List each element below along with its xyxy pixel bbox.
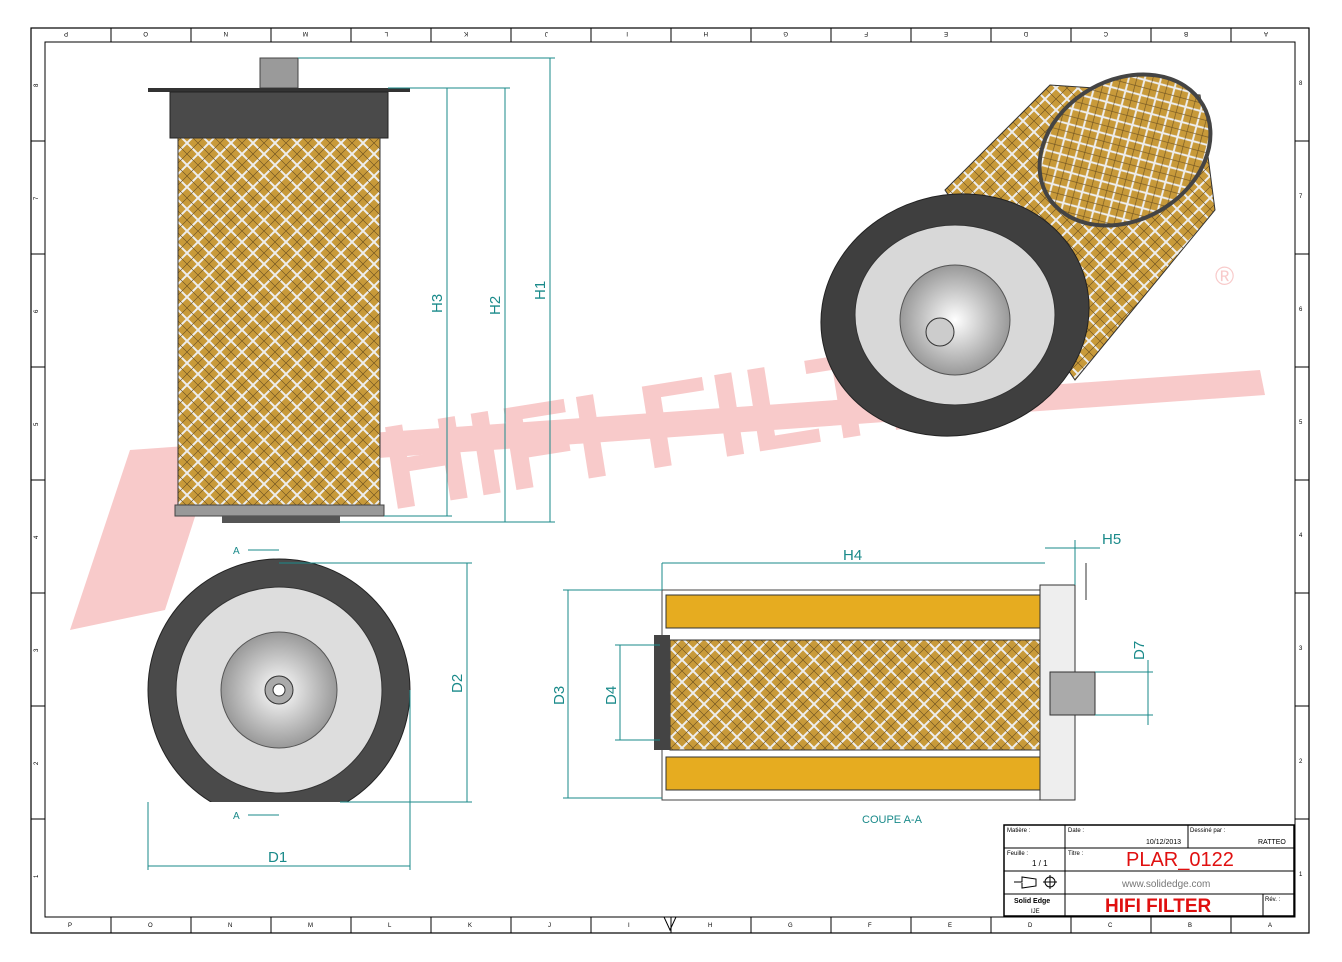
border-column-label-bottom: M	[308, 923, 313, 929]
border-column-label-bottom: A	[1268, 923, 1272, 929]
dimension-lines-front	[298, 57, 555, 523]
tb-company: HIFI FILTER	[1105, 896, 1212, 917]
dim-h3: H3	[429, 294, 446, 313]
dim-h1: H1	[532, 281, 549, 300]
tb-titre-label: Titre :	[1068, 851, 1083, 857]
section-label: COUPE A-A	[862, 814, 923, 826]
dim-h2: H2	[487, 296, 504, 315]
tb-rev-label: Rév. :	[1265, 897, 1281, 903]
tb-feuille: 1 / 1	[1032, 859, 1048, 868]
border-column-label-bottom: H	[708, 923, 712, 929]
tb-feuille-label: Feuille :	[1007, 851, 1028, 857]
registered-mark: ®	[1215, 261, 1234, 291]
border-column-label-bottom: L	[388, 923, 392, 929]
dim-d4: D4	[603, 686, 620, 705]
border-column-label-bottom: O	[148, 923, 153, 929]
border-column-label-bottom: E	[948, 923, 952, 929]
border-ticks: P P O O N N M M L L K K J J I I H H G G F F E E D D C C B B A A 8 8 7 7 6 6 5 5…	[31, 28, 1309, 933]
border-column-label-bottom: C	[1108, 923, 1113, 929]
dimension-lines-bottom	[147, 549, 472, 870]
border-column-label-top: O	[143, 30, 148, 36]
tb-titre: PLAR_0122	[1126, 849, 1234, 871]
border-column-label-top: P	[64, 30, 68, 36]
tb-software: Solid Edge	[1014, 898, 1050, 905]
border-column-label-top: H	[704, 30, 708, 36]
border-row-label-right: 8	[1299, 81, 1303, 87]
dim-d3: D3	[551, 686, 568, 705]
border-row-label-right: 5	[1299, 420, 1303, 426]
front-view	[148, 57, 410, 523]
border-column-label-bottom: B	[1188, 923, 1192, 929]
tb-date: 10/12/2013	[1146, 839, 1181, 846]
section-view	[654, 563, 1096, 801]
isometric-view	[820, 72, 1216, 437]
border-column-label-bottom: P	[68, 923, 72, 929]
dim-d7: D7	[1131, 641, 1148, 660]
border-row-label-left: 8	[34, 83, 40, 87]
border-row-label-right: 7	[1299, 194, 1303, 200]
border-row-label-right: 1	[1299, 872, 1303, 878]
tb-drawn-label: Dessiné par :	[1190, 828, 1226, 834]
border-row-label-right: 4	[1299, 533, 1303, 539]
dimension-lines-section	[563, 540, 1153, 799]
border-column-label-bottom: J	[548, 923, 551, 929]
border-row-label-right: 6	[1299, 307, 1303, 313]
title-block	[1003, 824, 1295, 917]
border-column-label-top: L	[384, 30, 388, 36]
border-row-label-left: 5	[34, 422, 40, 426]
border-column-label-bottom: N	[228, 923, 232, 929]
section-marker-top: A	[233, 546, 240, 557]
tb-drawn-by: RATTEO	[1258, 839, 1286, 846]
bottom-view	[147, 558, 411, 802]
dim-h5: H5	[1102, 531, 1121, 548]
border-column-label-bottom: K	[468, 923, 472, 929]
border-column-label-top: D	[1023, 30, 1028, 36]
border-row-label-left: 6	[34, 309, 40, 313]
center-mark-icon	[663, 916, 677, 932]
border-column-label-top: I	[626, 30, 628, 36]
border-column-label-bottom: G	[788, 923, 793, 929]
border-column-label-top: K	[464, 30, 468, 36]
border-row-label-right: 3	[1299, 646, 1303, 652]
tb-software-sub: IJE	[1031, 909, 1040, 915]
border-column-label-bottom: F	[868, 923, 872, 929]
border-column-label-bottom: D	[1028, 923, 1033, 929]
border-column-label-top: E	[944, 30, 948, 36]
border-row-label-left: 3	[34, 648, 40, 652]
dim-d1: D1	[268, 849, 287, 866]
border-row-label-left: 4	[34, 535, 40, 539]
dim-h4: H4	[843, 547, 862, 564]
projection-symbol-icon	[1014, 875, 1057, 889]
border-column-label-top: J	[545, 30, 548, 36]
border-row-label-left: 7	[34, 196, 40, 200]
border-column-label-top: A	[1264, 30, 1268, 36]
border-column-label-top: C	[1103, 30, 1108, 36]
border-row-label-left: 1	[34, 874, 40, 878]
tb-date-label: Date :	[1068, 828, 1084, 834]
border-column-label-bottom: I	[628, 923, 630, 929]
border-row-label-right: 2	[1299, 759, 1303, 765]
dim-d2: D2	[449, 674, 466, 693]
section-marker-bottom: A	[233, 811, 240, 822]
border-column-label-top: B	[1184, 30, 1188, 36]
border-column-label-top: M	[303, 30, 308, 36]
border-column-label-top: F	[864, 30, 868, 36]
tb-website: www.solidedge.com	[1121, 879, 1210, 890]
border-column-label-top: G	[783, 30, 788, 36]
border-column-label-top: N	[224, 30, 228, 36]
border-row-label-left: 2	[34, 761, 40, 765]
tb-matiere-label: Matière :	[1007, 828, 1031, 834]
